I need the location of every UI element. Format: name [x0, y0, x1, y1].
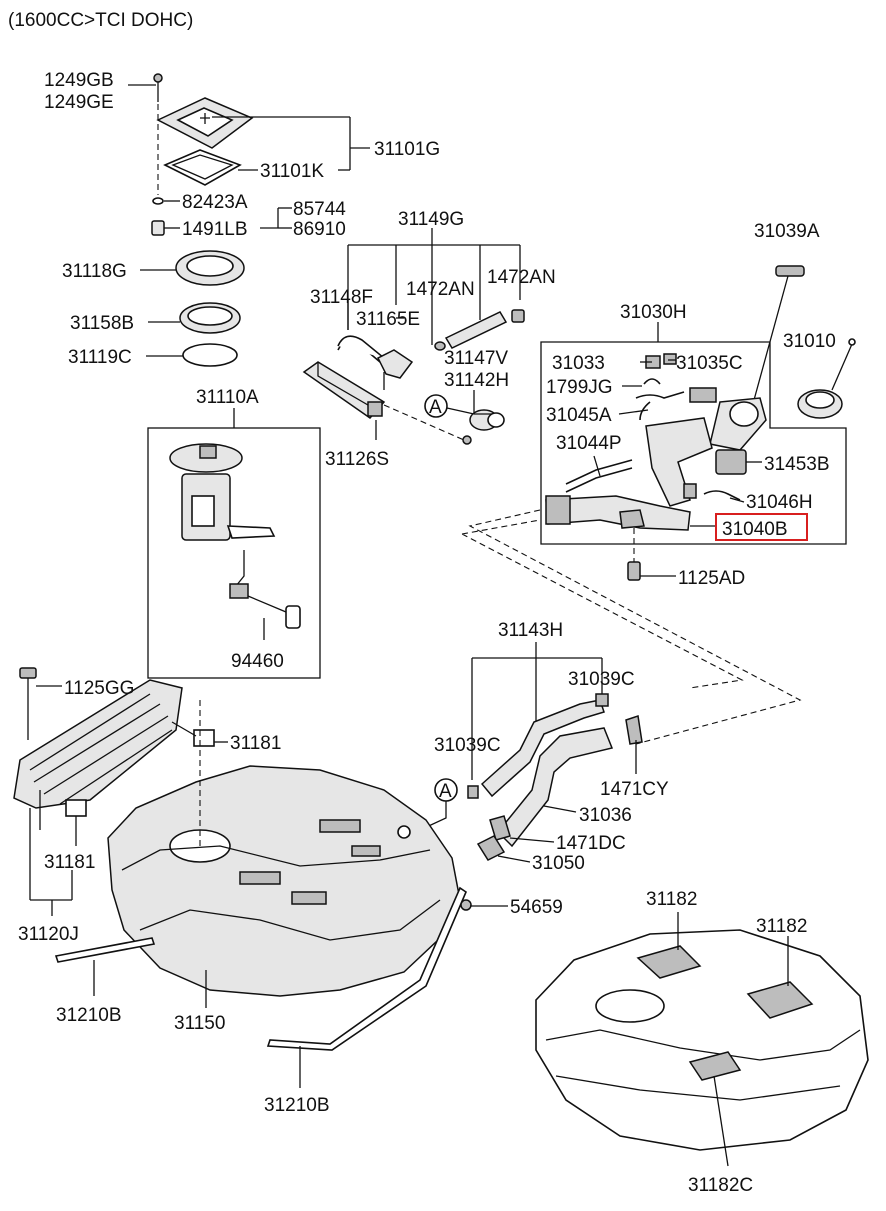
label-31035c: 31035C: [676, 353, 743, 374]
label-1799jg: 1799JG: [546, 377, 613, 398]
label-31110a: 31110A: [196, 387, 259, 408]
label-31045a: 31045A: [546, 405, 612, 426]
tank-pads-view: [535, 912, 869, 1167]
label-31118g: 31118G: [62, 261, 127, 282]
filler-neck-assembly: [540, 265, 856, 581]
label-31150: 31150: [174, 1013, 225, 1034]
label-31120j: 31120J: [18, 924, 79, 945]
filler-neck-leaders: [593, 359, 762, 577]
label-31036: 31036: [579, 805, 632, 826]
label-31143h: 31143H: [498, 620, 563, 641]
label-31165e: 31165E: [356, 309, 420, 330]
label-31148f: 31148F: [310, 287, 373, 308]
label-31101g: 31101G: [374, 139, 440, 160]
label-31142h: 31142H: [444, 370, 509, 391]
label-1471cy: 1471CY: [600, 779, 669, 800]
label-31181-upper: 31181: [230, 733, 281, 754]
dashed-routing-outline: [461, 509, 802, 745]
label-31030h: 31030H: [620, 302, 687, 323]
label-1125gg: 1125GG: [64, 678, 134, 699]
label-94460: 94460: [231, 651, 284, 672]
label-31033: 31033: [552, 353, 605, 374]
label-31044p: 31044P: [556, 433, 622, 454]
filler-pipe-group: [419, 642, 643, 861]
label-31182-left: 31182: [646, 889, 697, 910]
label-31040b: 31040B: [722, 519, 788, 540]
label-1472an-left: 1472AN: [406, 279, 475, 300]
pump-cover-leaders: [128, 84, 370, 357]
label-31158b: 31158B: [70, 313, 134, 334]
label-31119c: 31119C: [68, 347, 132, 368]
label-54659: 54659: [510, 897, 563, 918]
label-31182c: 31182C: [688, 1175, 753, 1196]
fuel-pump-module: [147, 408, 321, 679]
canister-hose-group: [302, 228, 525, 445]
label-31182-right: 31182: [756, 916, 807, 937]
label-31046h: 31046H: [746, 492, 813, 513]
label-31039c-upper: 31039C: [568, 669, 635, 690]
label-31149g: 31149G: [398, 209, 464, 230]
label-82423a: 82423A: [182, 192, 248, 213]
label-31181-lower: 31181: [44, 852, 95, 873]
label-1249ge: 1249GE: [44, 92, 114, 113]
label-31010: 31010: [783, 331, 836, 352]
filler-pipe-leaders: [497, 740, 637, 863]
label-31039c-lower: 31039C: [434, 735, 501, 756]
fuel-tank-main: [54, 700, 472, 1051]
label-1491lb: 1491LB: [182, 219, 248, 240]
highlight-box-31040b: [715, 513, 808, 541]
label-1471dc: 1471DC: [556, 833, 626, 854]
pump-cover-stack: [151, 73, 254, 367]
label-1472an-right: 1472AN: [487, 267, 556, 288]
label-31210b-left: 31210B: [56, 1005, 122, 1026]
label-1249gb: 1249GB: [44, 70, 114, 91]
label-86910: 86910: [293, 219, 346, 240]
label-31039a: 31039A: [754, 221, 820, 242]
label-31147v: 31147V: [444, 348, 508, 369]
label-31101k: 31101K: [260, 161, 324, 182]
label-31050: 31050: [532, 853, 585, 874]
label-31210b-bottom: 31210B: [264, 1095, 330, 1116]
label-31453b: 31453B: [764, 454, 830, 475]
label-1125ad: 1125AD: [678, 568, 745, 589]
canister-leaders: [347, 300, 404, 440]
callout-a-upper: A: [429, 397, 442, 418]
label-85744: 85744: [293, 199, 346, 220]
tank-leaders: [29, 685, 508, 1088]
callout-a-lower: A: [439, 781, 452, 802]
label-31126s: 31126S: [325, 449, 389, 470]
model-header: (1600CC>TCI DOHC): [8, 10, 193, 31]
